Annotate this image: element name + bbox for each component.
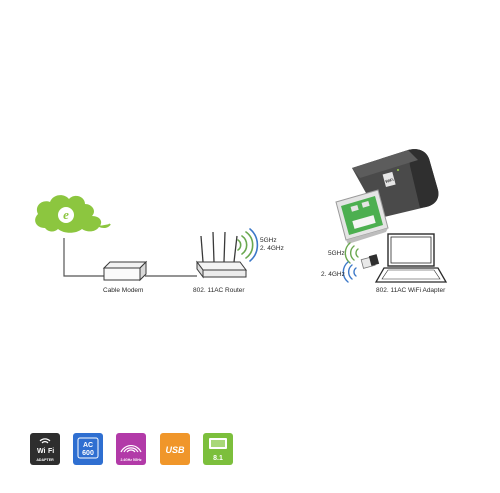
windows-8-1-icon: [209, 438, 227, 449]
wifi-badge-text-fi: Fi: [48, 448, 54, 455]
connection-lines: [63, 238, 197, 277]
internet-cloud-icon: e: [35, 195, 111, 233]
svg-text:e: e: [63, 207, 69, 222]
wifi-badge-caption: ADAPTER: [36, 458, 54, 462]
windows-badge-text: 8.1: [213, 455, 223, 462]
adapter-label: 802. 11AC WiFi Adapter: [376, 287, 446, 294]
dual-band-icon: [120, 444, 142, 453]
usb-badge: USB: [160, 433, 190, 465]
ac600-badge: AC 600: [73, 433, 103, 465]
windows-8-1-badge: 8.1: [203, 433, 233, 465]
router-icon: [196, 231, 247, 279]
wifi-badge-text-wi: Wi: [37, 448, 46, 455]
dual-band-badge: 2.4GHz 5GHz: [116, 433, 146, 465]
adapter-5ghz-label: 5GHz: [328, 250, 345, 257]
router-wifi-waves-icon: [237, 228, 259, 262]
small-usb-dongle-icon: [360, 254, 380, 269]
router-5ghz-label: 5GHz: [260, 237, 277, 244]
ac600-badge-line2: 600: [82, 450, 94, 457]
adapter-wifi-waves-icon: [342, 242, 359, 283]
feature-badges: Wi Fi ADAPTER AC 600 2.4GHz 5GHz USB: [30, 433, 233, 465]
wifi-adapter-badge: Wi Fi ADAPTER: [30, 433, 60, 465]
router-2-4ghz-label: 2. 4GHz: [260, 245, 284, 252]
cable-modem-icon: [102, 260, 148, 282]
adapter-2-4ghz-label: 2. 4GHz: [321, 271, 345, 278]
usb-badge-text: USB: [165, 445, 185, 455]
usb-wifi-adapter-icon: WiFi: [335, 149, 439, 244]
svg-text:WiFi: WiFi: [385, 177, 394, 184]
dual-band-caption: 2.4GHz 5GHz: [120, 458, 141, 462]
laptop-icon: [374, 233, 448, 283]
ac600-badge-line1: AC: [83, 442, 93, 449]
cable-modem-label: Cable Modem: [103, 287, 143, 294]
router-label: 802. 11AC Router: [193, 287, 245, 294]
internet-to-modem-line: [63, 238, 104, 277]
wifi-adapter-icon: [39, 438, 51, 444]
